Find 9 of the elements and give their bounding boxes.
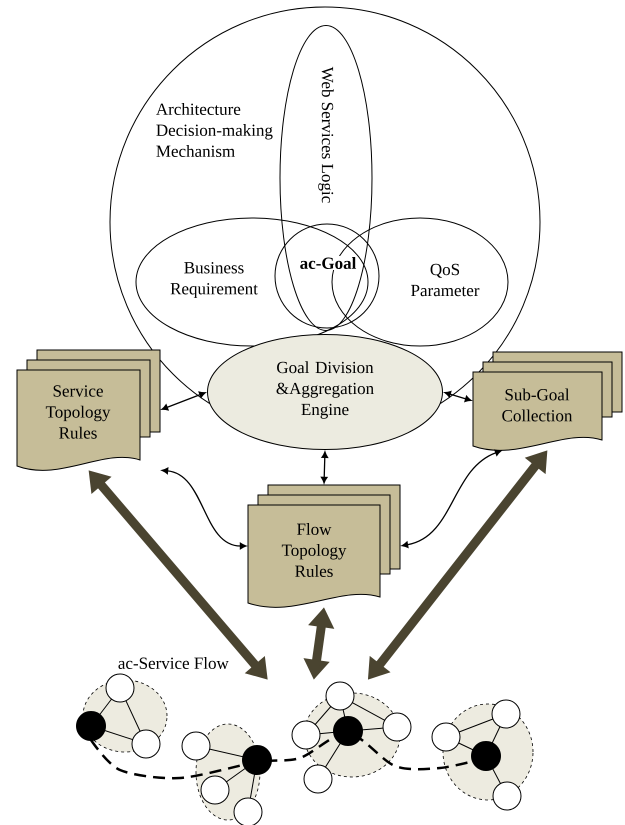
arrow — [161, 392, 206, 410]
arrow — [162, 468, 246, 550]
document-stack: Flow Topology Rules — [248, 484, 400, 608]
flow-heading: ac-Service Flow — [118, 657, 229, 669]
arrow — [320, 451, 328, 484]
arrow — [402, 450, 502, 548]
document-stack: Sub-Goal Collection — [472, 352, 622, 451]
arrow — [444, 390, 472, 402]
document-stack: Service Topology Rules — [16, 350, 160, 471]
